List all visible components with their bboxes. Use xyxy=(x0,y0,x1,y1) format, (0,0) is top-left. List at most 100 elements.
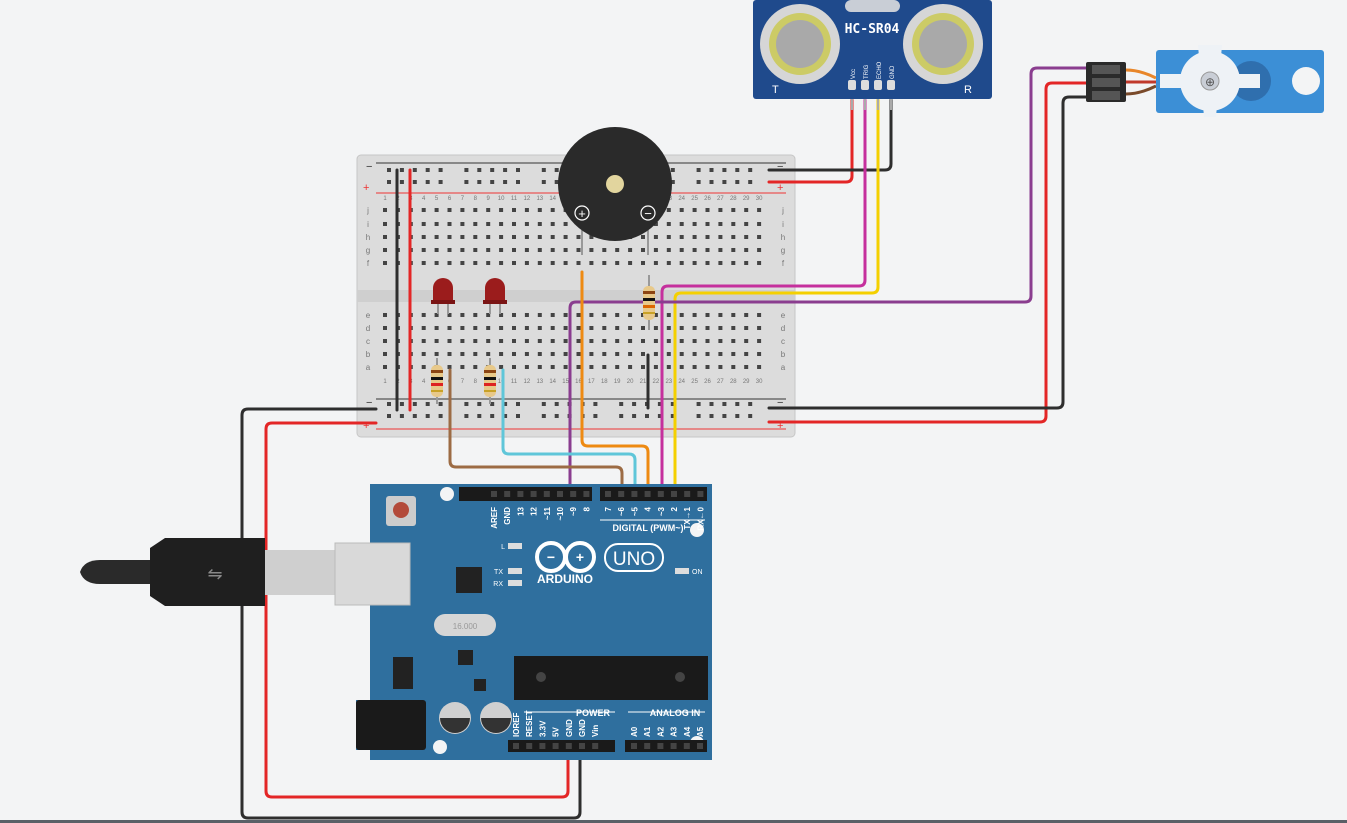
rail-hole[interactable] xyxy=(464,168,469,172)
breadboard-hole[interactable] xyxy=(473,352,478,356)
breadboard-hole[interactable] xyxy=(563,352,568,356)
breadboard-hole[interactable] xyxy=(666,365,671,369)
breadboard-hole[interactable] xyxy=(434,313,439,317)
breadboard-hole[interactable] xyxy=(705,208,710,212)
header-pin[interactable] xyxy=(670,743,677,749)
breadboard-hole[interactable] xyxy=(550,261,555,265)
breadboard-hole[interactable] xyxy=(705,326,710,330)
header-pin[interactable] xyxy=(592,743,599,749)
breadboard-hole[interactable] xyxy=(421,326,426,330)
breadboard-hole[interactable] xyxy=(628,339,633,343)
breadboard-hole[interactable] xyxy=(576,365,581,369)
breadboard-hole[interactable] xyxy=(486,222,491,226)
breadboard-hole[interactable] xyxy=(705,261,710,265)
breadboard-hole[interactable] xyxy=(512,339,516,343)
header-pin[interactable] xyxy=(552,743,559,749)
breadboard-hole[interactable] xyxy=(383,313,387,317)
rail-hole[interactable] xyxy=(709,168,714,172)
header-pin[interactable] xyxy=(618,491,625,497)
breadboard-hole[interactable] xyxy=(499,208,504,212)
breadboard-hole[interactable] xyxy=(447,313,452,317)
breadboard-hole[interactable] xyxy=(653,261,658,265)
rail-hole[interactable] xyxy=(735,414,740,418)
rail-hole[interactable] xyxy=(541,414,546,418)
breadboard-hole[interactable] xyxy=(434,326,439,330)
rail-hole[interactable] xyxy=(696,414,701,418)
breadboard-hole[interactable] xyxy=(641,261,645,265)
breadboard-hole[interactable] xyxy=(434,208,439,212)
piezo-buzzer[interactable]: + − xyxy=(558,127,672,255)
breadboard-hole[interactable] xyxy=(434,235,439,239)
breadboard-hole[interactable] xyxy=(718,248,723,252)
header-pin[interactable] xyxy=(605,491,611,497)
rail-hole[interactable] xyxy=(670,168,675,172)
breadboard-hole[interactable] xyxy=(460,352,465,356)
breadboard-hole[interactable] xyxy=(705,222,710,226)
wire-black-servo-gnd[interactable] xyxy=(767,95,1088,410)
breadboard-hole[interactable] xyxy=(499,339,504,343)
breadboard-hole[interactable] xyxy=(679,326,684,330)
breadboard-hole[interactable] xyxy=(576,235,581,239)
rail-hole[interactable] xyxy=(748,402,753,406)
breadboard-hole[interactable] xyxy=(524,326,529,330)
rail-hole[interactable] xyxy=(387,180,391,184)
header-pin[interactable] xyxy=(631,491,638,497)
ultrasonic-sensor[interactable]: HC-SR04 T R Vcc TRIG ECHO GND xyxy=(753,0,992,110)
breadboard-hole[interactable] xyxy=(692,352,697,356)
header-pin[interactable] xyxy=(543,491,550,497)
breadboard-hole[interactable] xyxy=(589,313,594,317)
wires[interactable] xyxy=(240,66,1088,820)
rail-hole[interactable] xyxy=(541,402,546,406)
rail-hole[interactable] xyxy=(516,414,520,418)
breadboard-hole[interactable] xyxy=(512,208,516,212)
breadboard-hole[interactable] xyxy=(718,222,723,226)
header-pin[interactable] xyxy=(526,743,533,749)
rail-hole[interactable] xyxy=(696,402,701,406)
breadboard-hole[interactable] xyxy=(550,326,555,330)
rail-hole[interactable] xyxy=(645,414,649,418)
breadboard-hole[interactable] xyxy=(421,365,426,369)
rail-hole[interactable] xyxy=(399,402,404,406)
breadboard-hole[interactable] xyxy=(602,261,607,265)
rail-hole[interactable] xyxy=(438,402,443,406)
rail-hole[interactable] xyxy=(516,180,520,184)
rail-hole[interactable] xyxy=(412,168,417,172)
breadboard-hole[interactable] xyxy=(757,326,762,330)
header-pin[interactable] xyxy=(504,491,511,497)
rail-hole[interactable] xyxy=(657,414,662,418)
breadboard-hole[interactable] xyxy=(744,208,749,212)
breadboard-hole[interactable] xyxy=(641,326,645,330)
breadboard-hole[interactable] xyxy=(512,235,516,239)
breadboard-hole[interactable] xyxy=(628,313,633,317)
breadboard-hole[interactable] xyxy=(615,248,620,252)
resistor-2[interactable] xyxy=(484,358,496,404)
rail-hole[interactable] xyxy=(412,180,417,184)
breadboard-hole[interactable] xyxy=(550,235,555,239)
breadboard-hole[interactable] xyxy=(537,352,542,356)
breadboard-hole[interactable] xyxy=(744,248,749,252)
breadboard-hole[interactable] xyxy=(537,313,542,317)
breadboard-hole[interactable] xyxy=(576,248,581,252)
rail-hole[interactable] xyxy=(516,168,520,172)
breadboard-hole[interactable] xyxy=(486,261,491,265)
breadboard-hole[interactable] xyxy=(692,339,697,343)
breadboard-hole[interactable] xyxy=(589,326,594,330)
header-pin[interactable] xyxy=(557,491,563,497)
rail-hole[interactable] xyxy=(425,168,430,172)
rail-hole[interactable] xyxy=(696,168,701,172)
breadboard-hole[interactable] xyxy=(718,352,723,356)
breadboard-hole[interactable] xyxy=(473,339,478,343)
breadboard-hole[interactable] xyxy=(486,352,491,356)
breadboard-hole[interactable] xyxy=(744,222,749,226)
breadboard-hole[interactable] xyxy=(473,313,478,317)
wire-orange-buzzer[interactable] xyxy=(580,270,650,496)
breadboard-hole[interactable] xyxy=(757,261,762,265)
breadboard-hole[interactable] xyxy=(757,313,762,317)
rail-hole[interactable] xyxy=(748,168,753,172)
breadboard-hole[interactable] xyxy=(550,313,555,317)
rail-hole[interactable] xyxy=(554,414,559,418)
breadboard-hole[interactable] xyxy=(679,313,684,317)
rail-hole[interactable] xyxy=(490,402,495,406)
breadboard-hole[interactable] xyxy=(692,235,697,239)
breadboard-hole[interactable] xyxy=(512,261,516,265)
